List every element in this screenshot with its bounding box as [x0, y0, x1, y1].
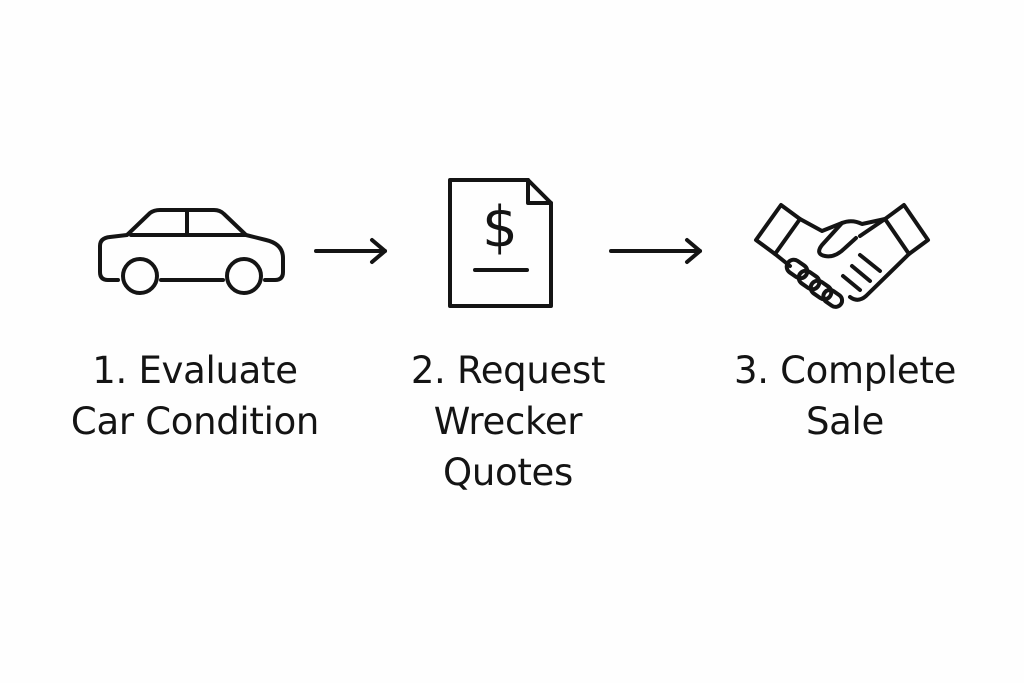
car-icon	[95, 205, 290, 300]
arrow-right-icon	[607, 238, 705, 264]
step-label-complete: 3. Complete Sale	[690, 345, 1000, 447]
handshake-icon	[750, 198, 935, 313]
step-label-evaluate: 1. Evaluate Car Condition	[40, 345, 350, 447]
step-label-line: Car Condition	[70, 400, 320, 443]
arrow-right-icon	[312, 238, 390, 264]
step-label-line: Quotes	[443, 451, 573, 494]
step-label-line: Wrecker	[433, 400, 583, 443]
step-label-line: 2. Request	[410, 349, 606, 392]
invoice-dollar-icon	[445, 175, 555, 310]
step-label-line: Sale	[805, 400, 884, 443]
dollar-sign: $	[482, 195, 518, 260]
step-label-line: 1. Evaluate	[92, 349, 298, 392]
step-label-request: 2. Request Wrecker Quotes	[353, 345, 663, 498]
step-label-line: 3. Complete	[733, 349, 957, 392]
